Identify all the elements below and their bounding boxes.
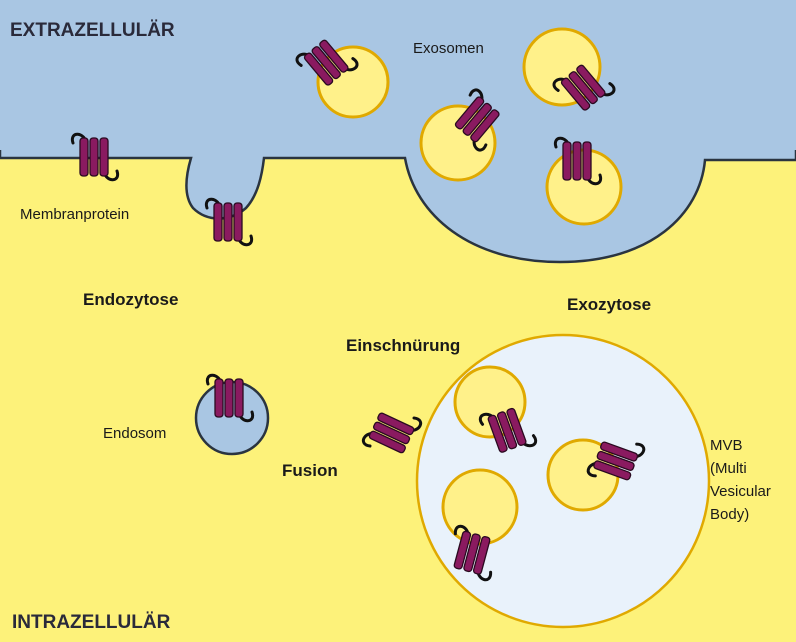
einschnurung-label: Einschnürung: [346, 336, 460, 355]
endosom-label: Endosom: [103, 425, 166, 442]
mvb-label-line4: Body): [710, 506, 749, 523]
intracellular-label: INTRAZELLULÄR: [12, 612, 171, 633]
extracellular-label: EXTRAZELLULÄR: [10, 20, 175, 41]
membranprotein-label: Membranprotein: [20, 206, 129, 223]
exosomen-label: Exosomen: [413, 40, 484, 57]
mvb-label-line2: (Multi: [710, 460, 747, 477]
fusion-label: Fusion: [282, 461, 338, 480]
mvb-label-line1: MVB: [710, 437, 743, 454]
endozytose-label: Endozytose: [83, 290, 178, 309]
exozytose-label: Exozytose: [567, 295, 651, 314]
mvb-label-line3: Vesicular: [710, 483, 771, 500]
